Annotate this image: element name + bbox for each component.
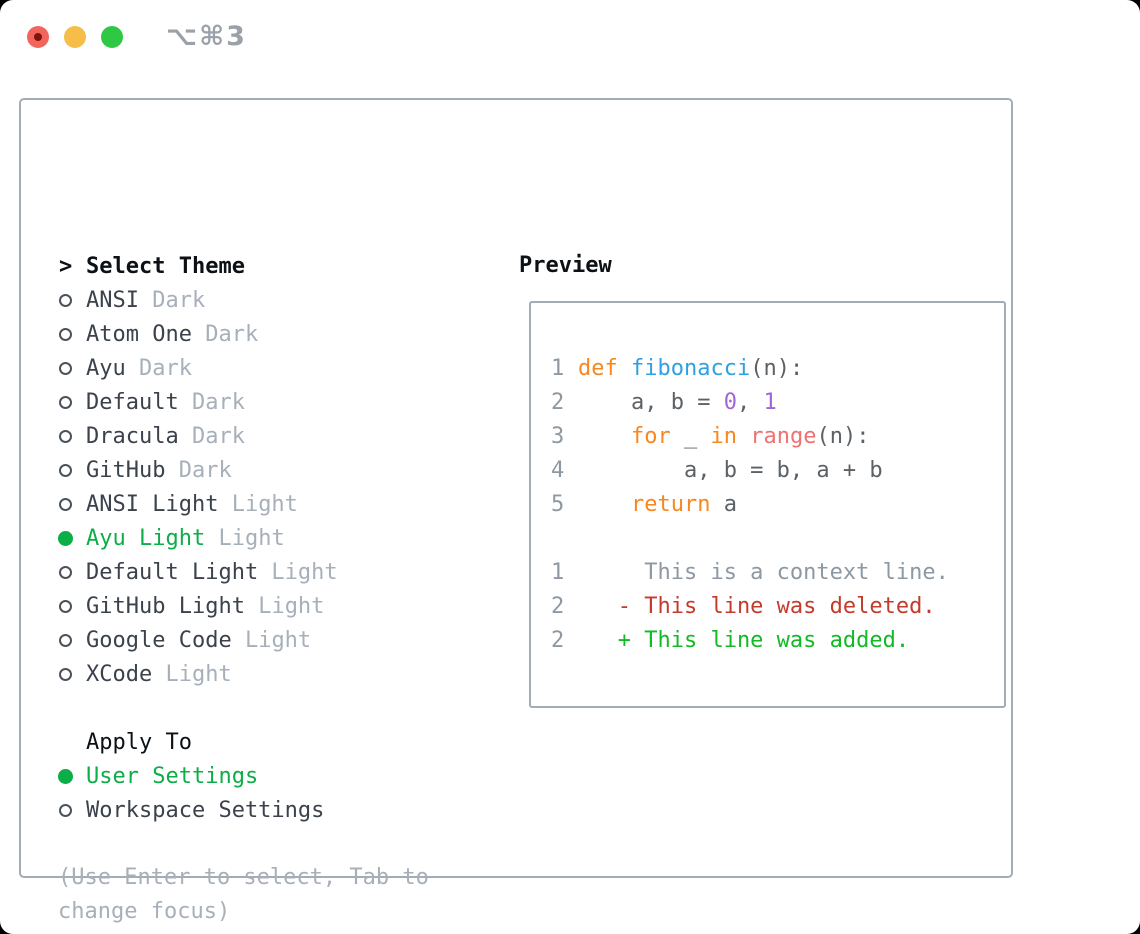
theme-item-default-light[interactable]: Default Light Light xyxy=(58,555,429,589)
option-label: XCode xyxy=(86,661,153,687)
radio-icon xyxy=(58,327,86,341)
theme-item-xcode[interactable]: XCode Light xyxy=(58,657,429,691)
option-variant: Dark xyxy=(138,287,206,313)
hint-text: (Use Enter to select, Tab to change focus… xyxy=(58,861,429,929)
radio-icon xyxy=(58,667,86,681)
diff-lines: 1 This is a context line.2 - This line w… xyxy=(551,556,949,658)
radio-icon xyxy=(58,463,86,477)
traffic-lights xyxy=(27,26,123,48)
option-variant: Dark xyxy=(178,389,245,415)
option-label: Atom One xyxy=(86,321,192,347)
option-label: Workspace Settings xyxy=(86,797,325,823)
theme-item-github[interactable]: GitHub Dark xyxy=(58,453,429,487)
line-number: 2 xyxy=(551,594,565,619)
option-variant: Dark xyxy=(165,457,232,483)
option-label: ANSI Light xyxy=(86,491,219,517)
line-number: 1 xyxy=(551,560,565,585)
theme-item-ayu-light[interactable]: Ayu Light Light xyxy=(58,521,429,555)
radio-selected-icon xyxy=(58,530,86,546)
theme-item-ansi-light[interactable]: ANSI Light Light xyxy=(58,487,429,521)
line-number: 1 xyxy=(551,356,565,381)
option-label: Default Light xyxy=(86,559,259,585)
option-variant: Dark xyxy=(191,321,259,347)
code-line: 4 a, b = b, a + b xyxy=(551,454,949,488)
theme-item-dracula[interactable]: Dracula Dark xyxy=(58,419,429,453)
option-label: GitHub Light xyxy=(86,593,245,619)
option-variant: Dark xyxy=(125,355,192,381)
hint-line: change focus) xyxy=(58,899,231,924)
theme-item-google-code[interactable]: Google Code Light xyxy=(58,623,429,657)
option-variant: Light xyxy=(218,491,298,517)
option-variant: Light xyxy=(258,559,338,585)
apply-option-workspace-settings[interactable]: Workspace Settings xyxy=(58,793,429,827)
code-line: 3 for _ in range(n): xyxy=(551,420,949,454)
option-label: Google Code xyxy=(86,627,232,653)
option-label: Ayu Light xyxy=(86,525,206,551)
apply-option-user-settings[interactable]: User Settings xyxy=(58,759,429,793)
diff-line-add: 2 + This line was added. xyxy=(551,624,949,658)
window-shortcut-label: ⌥⌘3 xyxy=(166,21,247,52)
radio-icon xyxy=(58,803,86,817)
diff-line-ctx: 1 This is a context line. xyxy=(551,556,949,590)
code-line: 2 a, b = 0, 1 xyxy=(551,386,949,420)
option-label: GitHub xyxy=(86,457,166,483)
theme-item-ansi[interactable]: ANSI Dark xyxy=(58,283,429,317)
option-variant: Light xyxy=(152,661,232,687)
maximize-button[interactable] xyxy=(101,26,123,48)
close-button[interactable] xyxy=(27,26,49,48)
theme-item-default[interactable]: Default Dark xyxy=(58,385,429,419)
theme-item-ayu[interactable]: Ayu Dark xyxy=(58,351,429,385)
radio-icon xyxy=(58,599,86,613)
close-dot-icon xyxy=(34,33,42,41)
option-variant: Light xyxy=(244,593,325,619)
preview-title: Preview xyxy=(519,253,612,278)
line-number: 2 xyxy=(551,628,565,653)
hint-line: (Use Enter to select, Tab to xyxy=(58,865,429,890)
apply-to-title: Apply To xyxy=(86,729,192,755)
select-theme-title: Select Theme xyxy=(86,253,245,279)
radio-icon xyxy=(58,361,86,375)
option-label: Ayu xyxy=(86,355,126,381)
blank-line xyxy=(551,522,949,556)
option-label: Default xyxy=(86,389,179,415)
theme-item-github-light[interactable]: GitHub Light Light xyxy=(58,589,429,623)
option-label: Dracula xyxy=(86,423,179,449)
minimize-button[interactable] xyxy=(64,26,86,48)
theme-item-atom-one[interactable]: Atom One Dark xyxy=(58,317,429,351)
option-variant: Dark xyxy=(178,423,245,449)
spacer xyxy=(58,691,429,725)
option-label: User Settings xyxy=(86,763,259,789)
line-number: 4 xyxy=(551,458,565,483)
select-theme-header: > Select Theme xyxy=(58,249,429,283)
radio-icon xyxy=(58,395,86,409)
radio-icon xyxy=(58,565,86,579)
radio-selected-icon xyxy=(58,768,86,784)
radio-icon xyxy=(58,633,86,647)
line-number: 2 xyxy=(551,390,565,415)
radio-icon xyxy=(58,497,86,511)
option-variant: Light xyxy=(205,525,285,551)
code-line: 5 return a xyxy=(551,488,949,522)
option-variant: Light xyxy=(231,627,312,653)
radio-icon xyxy=(58,293,86,307)
line-number: 5 xyxy=(551,492,565,517)
radio-icon xyxy=(58,429,86,443)
line-number: 3 xyxy=(551,424,565,449)
spacer xyxy=(58,827,429,861)
apply-to-header: Apply To xyxy=(58,725,429,759)
option-label: ANSI xyxy=(86,287,139,313)
diff-line-del: 2 - This line was deleted. xyxy=(551,590,949,624)
prompt-marker: > xyxy=(59,253,73,279)
